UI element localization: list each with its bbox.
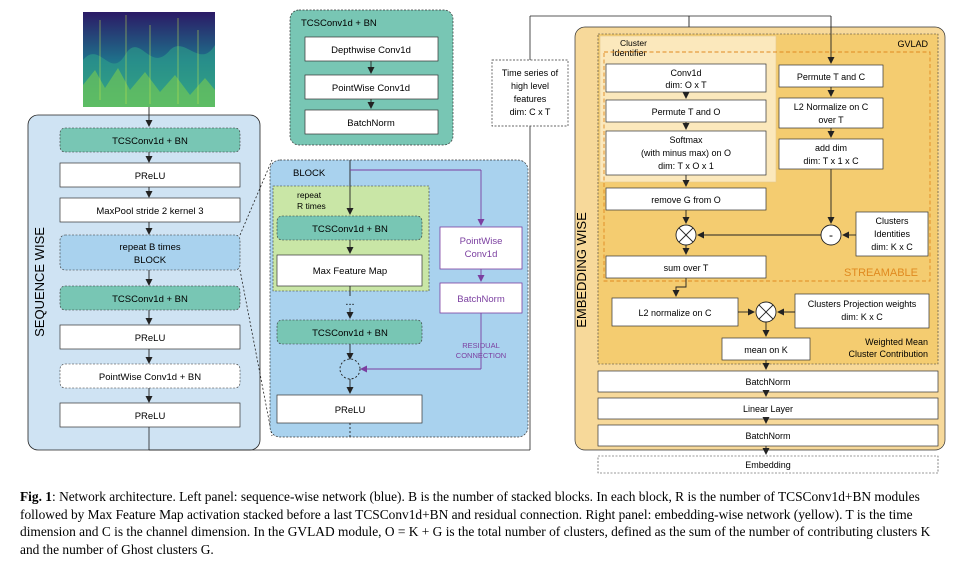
projection-weights-box bbox=[794, 293, 930, 329]
weighted-mean-label-1: Weighted Mean bbox=[865, 337, 928, 347]
softmax-label-1: Softmax bbox=[669, 135, 703, 145]
tcs-pointwise-label: PointWise Conv1d bbox=[332, 83, 410, 94]
conv1d-label-1: Conv1d bbox=[670, 68, 701, 78]
minus-node-label: - bbox=[829, 228, 833, 242]
seq-prelu-3 bbox=[59, 402, 241, 428]
block-tcs-label-2: TCSConv1d + BN bbox=[312, 328, 388, 339]
weighted-mean-label-2: Cluster Contribution bbox=[848, 349, 928, 359]
add-dim-box bbox=[778, 138, 884, 170]
seq-tcs-label-2: TCSConv1d + BN bbox=[112, 294, 188, 305]
sum-t-label: sum over T bbox=[664, 263, 709, 273]
l2-normalize-c-label-1: L2 Normalize on C bbox=[794, 102, 869, 112]
seq-prelu-label-1: PReLU bbox=[135, 171, 166, 182]
seq-repeat-label-2: BLOCK bbox=[134, 255, 167, 266]
residual-batchnorm-label: BatchNorm bbox=[457, 294, 505, 305]
conv1d-label-2: dim: O x T bbox=[665, 80, 707, 90]
timeseries-box bbox=[491, 59, 569, 127]
embedding-wise-title: EMBEDDING WISE bbox=[574, 212, 589, 328]
tcs-detail-title: TCSConv1d + BN bbox=[301, 18, 377, 29]
tcs-batchnorm-label: BatchNorm bbox=[347, 118, 395, 129]
gvlad-title: GVLAD bbox=[897, 39, 928, 49]
seq-repeat-label-1: repeat B times bbox=[119, 242, 180, 253]
seq-repeat-block bbox=[59, 234, 241, 271]
permute-tc-label: Permute T and C bbox=[797, 72, 866, 82]
tcs-batchnorm bbox=[304, 109, 439, 135]
caption-text: : Network architecture. Left panel: sequ… bbox=[20, 489, 931, 557]
clusters-identities-label-2: Identities bbox=[874, 229, 911, 239]
cluster-identifier-label-2: Identifier bbox=[612, 48, 647, 58]
streamable-label: STREAMABLE bbox=[844, 267, 918, 279]
mean-k-label: mean on K bbox=[744, 345, 788, 355]
block-prelu-label: PReLU bbox=[335, 405, 366, 416]
timeseries-label-4: dim: C x T bbox=[510, 107, 551, 117]
batchnorm-label-2: BatchNorm bbox=[745, 431, 790, 441]
sequence-wise-title: SEQUENCE WISE bbox=[32, 227, 47, 337]
multiply-node-2 bbox=[755, 301, 777, 323]
l2-normalize-label: L2 normalize on C bbox=[638, 308, 712, 318]
add-dim-label-2: dim: T x 1 x C bbox=[803, 156, 859, 166]
residual-batchnorm bbox=[439, 282, 523, 314]
clusters-identities-box bbox=[855, 211, 929, 257]
block-tcs-1 bbox=[276, 215, 423, 241]
embedding-box bbox=[597, 455, 939, 474]
embedding-label: Embedding bbox=[745, 460, 791, 470]
seq-tcs-block-2 bbox=[59, 285, 241, 311]
streamable-region bbox=[603, 51, 931, 282]
softmax-box bbox=[605, 130, 767, 176]
l2-normalize-box bbox=[611, 297, 739, 327]
seq-prelu-label-3: PReLU bbox=[135, 411, 166, 422]
projection-weights-label-2: dim: K x C bbox=[841, 312, 883, 322]
softmax-label-2: (with minus max) on O bbox=[641, 148, 731, 158]
residual-pointwise-label-1: PointWise bbox=[460, 236, 503, 247]
seq-pointwise-label: PointWise Conv1d + BN bbox=[99, 372, 201, 383]
timeseries-label-2: high level bbox=[511, 81, 549, 91]
batchnorm-box-2 bbox=[597, 424, 939, 447]
block-mfm-label: Max Feature Map bbox=[313, 266, 387, 277]
conv1d-box bbox=[605, 63, 767, 93]
caption-label: Fig. 1 bbox=[20, 489, 52, 504]
permute-to-label: Permute T and O bbox=[652, 107, 721, 117]
residual-pointwise bbox=[439, 226, 523, 270]
softmax-label-3: dim: T x O x 1 bbox=[658, 161, 714, 171]
block-repeat-label-1: repeat bbox=[297, 190, 322, 200]
block-title: BLOCK bbox=[293, 168, 326, 179]
block-tcs-2 bbox=[276, 319, 423, 345]
seq-maxpool bbox=[59, 197, 241, 223]
seq-tcs-block-1 bbox=[59, 127, 241, 153]
residual-pointwise-label-2: Conv1d bbox=[465, 249, 498, 260]
block-prelu bbox=[276, 394, 423, 424]
seq-prelu-1 bbox=[59, 162, 241, 188]
add-dim-label-1: add dim bbox=[815, 143, 847, 153]
spectrogram-image bbox=[83, 12, 215, 107]
seq-prelu-2 bbox=[59, 324, 241, 350]
clusters-identities-label-3: dim: K x C bbox=[871, 242, 913, 252]
tcs-pointwise bbox=[304, 74, 439, 100]
linear-layer-label: Linear Layer bbox=[743, 404, 793, 414]
figure-caption: Fig. 1: Network architecture. Left panel… bbox=[20, 488, 940, 558]
seq-pointwise-block bbox=[59, 363, 241, 389]
block-dots: ... bbox=[345, 296, 354, 308]
batchnorm-label-1: BatchNorm bbox=[745, 377, 790, 387]
l2-normalize-c-label-2: over T bbox=[818, 115, 844, 125]
seq-maxpool-label: MaxPool stride 2 kernel 3 bbox=[96, 206, 203, 217]
tcs-depthwise-label: Depthwise Conv1d bbox=[331, 45, 411, 56]
block-repeat-label-2: R times bbox=[297, 201, 326, 211]
block-tcs-label-1: TCSConv1d + BN bbox=[312, 224, 388, 235]
timeseries-label-3: features bbox=[514, 94, 547, 104]
timeseries-label-1: Time series of bbox=[502, 68, 559, 78]
multiply-node-1 bbox=[675, 224, 697, 246]
cluster-identifier-label-1: Cluster bbox=[620, 38, 647, 48]
clusters-identities-label-1: Clusters bbox=[875, 216, 909, 226]
seq-tcs-label-1: TCSConv1d + BN bbox=[112, 136, 188, 147]
projection-weights-label-1: Clusters Projection weights bbox=[808, 299, 917, 309]
seq-prelu-label-2: PReLU bbox=[135, 333, 166, 344]
block-mfm bbox=[276, 254, 423, 287]
tcs-depthwise bbox=[304, 36, 439, 62]
l2-normalize-c-box bbox=[778, 97, 884, 129]
remove-g-label: remove G from O bbox=[651, 195, 721, 205]
